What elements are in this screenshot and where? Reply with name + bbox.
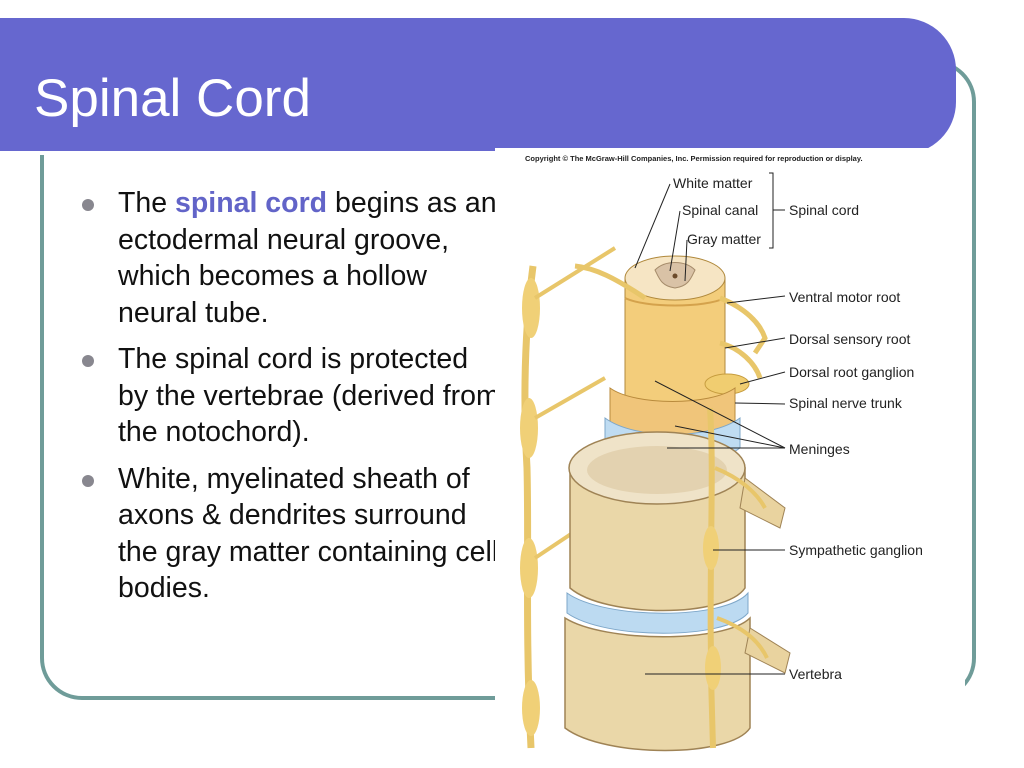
bullet-text: White, myelinated sheath of axons & dend… — [118, 462, 499, 605]
label-sympathetic-ganglion: Sympathetic ganglion — [789, 542, 923, 558]
nerve-roots — [574, 263, 768, 395]
bullet-dot-icon — [82, 199, 94, 211]
label-ventral-motor-root: Ventral motor root — [789, 289, 900, 305]
label-dorsal-sensory-root: Dorsal sensory root — [789, 331, 910, 347]
bullet-dot-icon — [82, 474, 94, 487]
vertebra-lower — [564, 616, 791, 752]
intervertebral-disc — [566, 591, 749, 634]
figure-copyright: Copyright © The McGraw-Hill Companies, I… — [525, 154, 863, 163]
highlight-term: spinal cord — [175, 187, 328, 219]
slide-title: Spinal Cord — [34, 69, 311, 128]
cord-section — [624, 255, 726, 412]
vertebra-upper — [568, 431, 786, 612]
bullet-list: The spinal cord begins as an ectodermal … — [80, 185, 500, 617]
bullet-item: The spinal cord begins as an ectodermal … — [80, 185, 500, 331]
bullet-text-prefix: The — [118, 187, 176, 219]
spinal-cord-illustration: Copyright © The McGraw-Hill Companies, I… — [520, 154, 923, 752]
label-spinal-canal: Spinal canal — [682, 202, 758, 218]
leader-lines — [634, 172, 786, 675]
title-bar: Spinal Cord — [0, 18, 956, 155]
label-meninges: Meninges — [789, 441, 850, 457]
bullet-dot-icon — [82, 355, 94, 367]
bullet-text: begins as an ectodermal neural groove, w… — [118, 187, 497, 329]
title-underline — [0, 151, 906, 155]
label-vertebra: Vertebra — [789, 666, 842, 682]
bullet-text: The spinal cord is protected by the vert… — [118, 343, 500, 448]
right-nerve-chain — [703, 407, 769, 749]
label-gray-matter: Gray matter — [687, 231, 761, 247]
label-white-matter: White matter — [673, 175, 753, 191]
label-spinal-cord: Spinal cord — [789, 202, 859, 218]
label-spinal-nerve-trunk: Spinal nerve trunk — [789, 395, 903, 411]
bullet-item: The spinal cord is protected by the vert… — [80, 341, 500, 451]
bullet-item: White, myelinated sheath of axons & dend… — [80, 461, 500, 607]
left-nerve-chain — [520, 246, 617, 749]
spinal-cord-figure: Copyright © The McGraw-Hill Companies, I… — [495, 148, 965, 768]
label-dorsal-root-ganglion: Dorsal root ganglion — [789, 364, 914, 380]
